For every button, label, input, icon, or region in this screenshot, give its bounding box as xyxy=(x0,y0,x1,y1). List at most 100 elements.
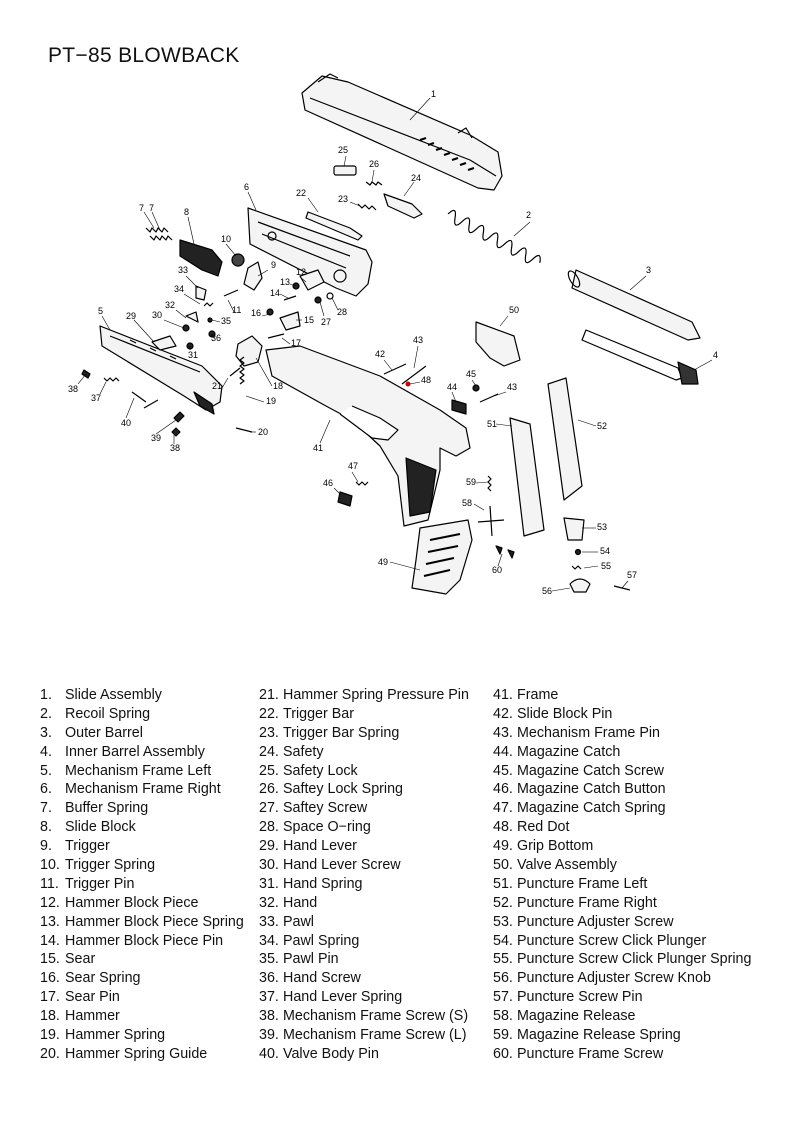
legend-number: 19. xyxy=(40,1027,60,1044)
legend-item: 57.Puncture Screw Pin xyxy=(493,988,751,1007)
callout-13: 13 xyxy=(280,277,290,287)
callout-23: 23 xyxy=(338,194,348,204)
legend-item: 10.Trigger Spring xyxy=(40,856,244,875)
legend-number: 29. xyxy=(259,838,279,855)
legend-label: Hand Spring xyxy=(283,875,363,892)
page-title: PT−85 BLOWBACK xyxy=(48,44,240,67)
legend-label: Saftey Lock Spring xyxy=(283,781,404,798)
legend-number: 1. xyxy=(40,687,52,703)
legend-label: Hand xyxy=(283,894,318,911)
callout-50: 50 xyxy=(509,305,519,315)
callout-22: 22 xyxy=(296,188,306,198)
callout-4: 4 xyxy=(713,350,718,360)
legend-label: Slide Block Pin xyxy=(517,705,613,722)
callout-1: 1 xyxy=(431,89,436,99)
legend-label: Pawl Pin xyxy=(283,951,339,968)
legend-item: 41.Frame xyxy=(493,686,751,705)
callout-37: 37 xyxy=(91,393,101,403)
legend-item: 39.Mechanism Frame Screw (L) xyxy=(259,1026,469,1045)
legend-label: Puncture Adjuster Screw Knob xyxy=(517,970,711,987)
part-hammer-spring xyxy=(239,356,245,385)
legend-number: 12. xyxy=(40,894,60,911)
legend-number: 42. xyxy=(493,705,513,722)
callout-11: 11 xyxy=(232,305,241,315)
callout-19: 19 xyxy=(266,396,276,406)
legend-item: 54.Puncture Screw Click Plunger xyxy=(493,932,751,951)
legend-item: 23.Trigger Bar Spring xyxy=(259,724,469,743)
legend-label: Magazine Catch xyxy=(517,743,621,760)
legend-number: 34. xyxy=(259,932,279,949)
callout-20: 20 xyxy=(258,427,268,437)
legend-number: 26. xyxy=(259,781,279,798)
callout-58: 58 xyxy=(462,498,472,508)
callout-28: 28 xyxy=(337,307,347,317)
callout-6: 6 xyxy=(244,182,249,192)
callout-51: 51 xyxy=(487,419,497,429)
legend-item: 20.Hammer Spring Guide xyxy=(40,1045,244,1064)
legend-number: 9. xyxy=(40,838,52,855)
legend-item: 11.Trigger Pin xyxy=(40,875,244,894)
legend-label: Hammer Block Piece Spring xyxy=(65,913,244,930)
legend-label: Slide Block xyxy=(65,819,136,836)
legend-label: Hand Lever xyxy=(283,838,357,855)
callout-3: 3 xyxy=(646,265,651,275)
legend-label: Magazine Release xyxy=(517,1008,636,1025)
legend-label: Mechanism Frame Right xyxy=(65,781,221,798)
legend-item: 4.Inner Barrel Assembly xyxy=(40,743,244,762)
callout-21: 21 xyxy=(212,381,222,391)
legend-item: 27.Saftey Screw xyxy=(259,799,469,818)
legend-label: Pawl Spring xyxy=(283,932,360,949)
legend-label: Outer Barrel xyxy=(65,724,143,741)
callout-18: 18 xyxy=(273,381,283,391)
legend-label: Mechanism Frame Screw (L) xyxy=(283,1027,467,1044)
part-trigger xyxy=(243,261,263,291)
legend-number: 47. xyxy=(493,800,513,817)
legend-item: 36.Hand Screw xyxy=(259,969,469,988)
legend-item: 21.Hammer Spring Pressure Pin xyxy=(259,686,469,705)
legend-label: Mechanism Frame Pin xyxy=(517,724,661,741)
legend-label: Hammer Block Piece Pin xyxy=(65,932,224,949)
legend-label: Puncture Screw Click Plunger Spring xyxy=(517,951,752,968)
legend-number: 27. xyxy=(259,800,279,817)
legend-item: 26.Saftey Lock Spring xyxy=(259,780,469,799)
legend-number: 4. xyxy=(40,743,52,760)
legend-number: 44. xyxy=(493,743,513,760)
legend-number: 3. xyxy=(40,724,52,741)
legend-label: Puncture Frame Screw xyxy=(517,1045,664,1062)
legend-item: 9.Trigger xyxy=(40,837,244,856)
callout-38a: 38 xyxy=(68,384,78,394)
legend-item: 15.Sear xyxy=(40,950,244,969)
legend-label: Hammer Spring Pressure Pin xyxy=(283,687,469,703)
legend-label: Magazine Release Spring xyxy=(517,1027,681,1044)
legend-number: 16. xyxy=(40,970,60,987)
legend-number: 17. xyxy=(40,989,60,1006)
part-frame xyxy=(265,345,471,527)
legend-number: 24. xyxy=(259,743,279,760)
legend-item: 58.Magazine Release xyxy=(493,1007,751,1026)
callout-44: 44 xyxy=(447,382,457,392)
exploded-parts-diagram: 1 2 3 4 5 6 7 7 8 9 10 11 12 13 14 15 16… xyxy=(68,73,718,596)
callout-16: 16 xyxy=(251,308,261,318)
callout-25: 25 xyxy=(338,145,348,155)
legend-item: 46.Magazine Catch Button xyxy=(493,780,751,799)
callout-46: 46 xyxy=(323,478,333,488)
legend-number: 15. xyxy=(40,951,60,968)
legend-item: 45.Magazine Catch Screw xyxy=(493,762,751,781)
callout-36: 36 xyxy=(211,333,221,343)
legend-item: 5.Mechanism Frame Left xyxy=(40,762,244,781)
legend-item: 3. Outer Barrel xyxy=(40,724,244,743)
legend-number: 60. xyxy=(493,1045,513,1062)
legend-label: Hand Screw xyxy=(283,970,361,987)
callout-17: 17 xyxy=(291,338,301,348)
part-inner-barrel xyxy=(581,329,699,385)
callout-24: 24 xyxy=(411,173,421,183)
legend-item: 8.Slide Block xyxy=(40,818,244,837)
legend-item: 53.Puncture Adjuster Screw xyxy=(493,913,751,932)
legend-column-1: 1.Slide Assembly 2.Recoil Spring 3.Outer… xyxy=(40,686,244,1064)
legend-label: Buffer Spring xyxy=(65,800,149,817)
legend-number: 11. xyxy=(40,875,59,892)
part-trigger-spring xyxy=(231,253,245,267)
legend-number: 33. xyxy=(259,913,279,930)
part-trigger-pin xyxy=(223,289,239,297)
legend-label: Sear Spring xyxy=(65,970,141,987)
